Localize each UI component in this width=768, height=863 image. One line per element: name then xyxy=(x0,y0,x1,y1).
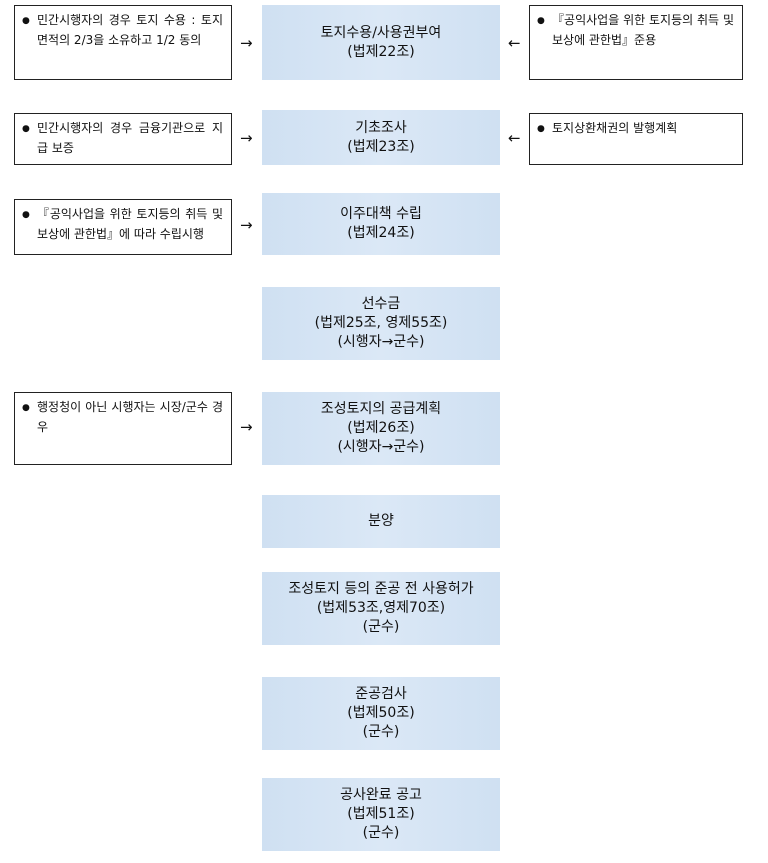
left-arrow-icon: ← xyxy=(508,129,521,147)
step-pre-completion-use-permit: 조성토지 등의 준공 전 사용허가 (법제53조,영제70조) (군수) xyxy=(262,572,500,645)
right-arrow-icon: → xyxy=(240,129,253,147)
step-ref: (법제50조) xyxy=(347,705,415,721)
note-text: 『공익사업을 위한 토지등의 취득 및 보상에 관한법』준용 xyxy=(552,13,734,47)
right-arrow-icon: → xyxy=(240,34,253,52)
right-arrow-icon: → xyxy=(240,418,253,436)
step-title: 토지수용/사용권부여 xyxy=(320,24,442,41)
note-text: 『공익사업을 위한 토지등의 취득 및 보상에 관한법』에 따라 수립시행 xyxy=(37,207,223,241)
step-ref: (군수) xyxy=(362,619,400,635)
left-arrow-icon: ← xyxy=(508,34,521,52)
step-title: 선수금 xyxy=(361,296,401,312)
step-ref: (법제51조) xyxy=(347,806,415,822)
note-text: 토지상환채권의 발행계획 xyxy=(552,121,678,135)
step-title: 조성토지 등의 준공 전 사용허가 xyxy=(288,581,474,597)
step-title: 이주대책 수립 xyxy=(340,206,422,222)
step-sale: 분양 xyxy=(262,495,500,548)
note-text: 민간시행자의 경우 토지 수용 : 토지면적의 2/3을 소유하고 1/2 동의 xyxy=(37,13,223,47)
step-completion-notice: 공사완료 공고 (법제51조) (군수) xyxy=(262,778,500,851)
step-ref: (법제23조) xyxy=(347,138,415,155)
step-ref: (법제22조) xyxy=(347,43,415,60)
right-arrow-icon: → xyxy=(240,216,253,234)
step-basic-survey: 기초조사 (법제23조) xyxy=(262,110,500,165)
note-private-developer-expropriation: 민간시행자의 경우 토지 수용 : 토지면적의 2/3을 소유하고 1/2 동의 xyxy=(14,5,232,80)
step-ref: (법제26조) xyxy=(347,420,415,436)
step-ref: (시행자→군수) xyxy=(337,334,425,350)
step-ref: (군수) xyxy=(362,825,400,841)
step-ref: (법제53조,영제70조) xyxy=(316,600,446,616)
note-land-compensation-bond: 토지상환채권의 발행계획 xyxy=(529,113,743,165)
step-land-expropriation: 토지수용/사용권부여 (법제22조) xyxy=(262,5,500,80)
step-title: 조성토지의 공급계획 xyxy=(320,401,442,417)
step-title: 공사완료 공고 xyxy=(340,787,422,803)
step-ref: (시행자→군수) xyxy=(337,439,425,455)
step-ref: (법제24조) xyxy=(347,225,415,241)
note-acquisition-law-applied: 『공익사업을 위한 토지등의 취득 및 보상에 관한법』준용 xyxy=(529,5,743,80)
step-title: 준공검사 xyxy=(355,686,407,702)
note-text: 행정청이 아닌 시행자는 시장/군수 경우 xyxy=(37,400,223,434)
step-ref: (법제25조, 영제55조) xyxy=(314,315,448,331)
step-title: 기초조사 xyxy=(355,119,407,136)
note-relocation-law: 『공익사업을 위한 토지등의 취득 및 보상에 관한법』에 따라 수립시행 xyxy=(14,199,232,255)
step-supply-plan: 조성토지의 공급계획 (법제26조) (시행자→군수) xyxy=(262,392,500,465)
step-advance-payment: 선수금 (법제25조, 영제55조) (시행자→군수) xyxy=(262,287,500,360)
step-ref: (군수) xyxy=(362,724,400,740)
note-non-administrative-developer: 행정청이 아닌 시행자는 시장/군수 경우 xyxy=(14,392,232,465)
note-financial-guarantee: 민간시행자의 경우 금융기관으로 지급 보증 xyxy=(14,113,232,165)
step-title: 분양 xyxy=(368,513,394,529)
step-completion-inspection: 준공검사 (법제50조) (군수) xyxy=(262,677,500,750)
step-relocation-plan: 이주대책 수립 (법제24조) xyxy=(262,193,500,255)
note-text: 민간시행자의 경우 금융기관으로 지급 보증 xyxy=(37,121,223,155)
